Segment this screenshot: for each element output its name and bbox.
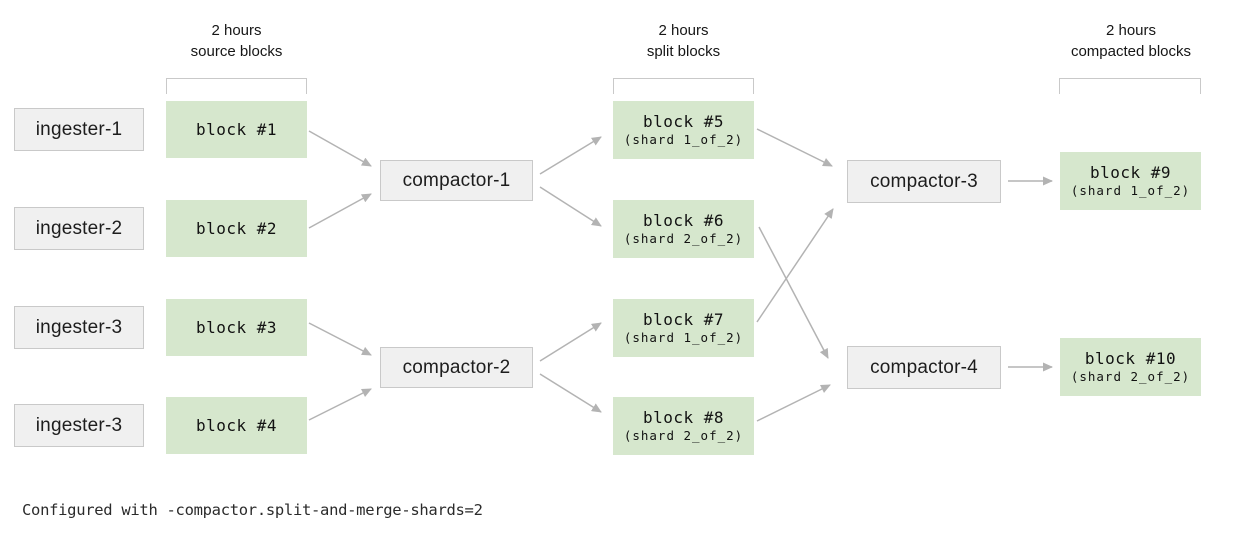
node-block-7: block #7 (shard 1_of_2) xyxy=(613,299,754,357)
shard-label: (shard 2_of_2) xyxy=(623,231,744,246)
node-block-5: block #5 (shard 1_of_2) xyxy=(613,101,754,159)
node-label: compactor-3 xyxy=(870,170,978,192)
timespan-bracket-source xyxy=(166,78,307,94)
node-block-10: block #10 (shard 2_of_2) xyxy=(1060,338,1201,396)
flow-arrow-block-8-to-compactor-4 xyxy=(756,384,831,422)
flow-arrow-compactor-2-to-block-7 xyxy=(539,322,602,362)
node-compactor-1: compactor-1 xyxy=(380,160,533,201)
node-block-8: block #8 (shard 2_of_2) xyxy=(613,397,754,455)
node-label: ingester-3 xyxy=(35,316,123,338)
node-block-3: block #3 xyxy=(166,299,307,356)
node-label: compactor-1 xyxy=(402,169,511,191)
column-header-line1: 2 hours xyxy=(658,22,709,39)
node-ingester-1: ingester-1 xyxy=(14,108,144,151)
flow-arrow-block-7-to-compactor-3 xyxy=(756,208,834,323)
column-header-line1: 2 hours xyxy=(211,22,262,39)
node-block-2: block #2 xyxy=(166,200,307,257)
column-header-source-blocks: 2 hours source blocks xyxy=(166,20,307,62)
shard-label: (shard 2_of_2) xyxy=(623,428,744,443)
node-label: ingester-1 xyxy=(35,118,123,140)
column-header-line2: source blocks xyxy=(190,43,283,60)
node-block-1: block #1 xyxy=(166,101,307,158)
block-label: block #8 xyxy=(642,408,725,427)
shard-label: (shard 1_of_2) xyxy=(623,132,744,147)
node-block-6: block #6 (shard 2_of_2) xyxy=(613,200,754,258)
block-label: block #1 xyxy=(195,119,278,139)
node-label: ingester-3 xyxy=(35,414,123,436)
shard-label: (shard 1_of_2) xyxy=(623,330,744,345)
block-label: block #5 xyxy=(642,112,725,131)
flow-arrow-compactor-2-to-block-8 xyxy=(539,373,602,413)
column-header-line1: 2 hours xyxy=(1105,22,1157,39)
node-label: ingester-2 xyxy=(35,217,123,239)
block-label: block #9 xyxy=(1089,163,1172,182)
column-header-split-blocks: 2 hours split blocks xyxy=(613,20,754,62)
flow-arrow-block-5-to-compactor-3 xyxy=(756,128,833,167)
node-ingester-3: ingester-3 xyxy=(14,306,144,349)
node-compactor-4: compactor-4 xyxy=(847,346,1001,389)
block-label: block #3 xyxy=(195,317,278,337)
block-label: block #4 xyxy=(195,415,278,435)
node-ingester-2: ingester-2 xyxy=(14,207,144,250)
column-header-line2: compacted blocks xyxy=(1070,43,1192,60)
node-label: compactor-4 xyxy=(870,356,978,378)
column-header-line2: split blocks xyxy=(646,43,721,60)
column-header-compacted-blocks: 2 hours compacted blocks xyxy=(1036,20,1226,62)
flow-arrow-block-1-to-compactor-1 xyxy=(308,130,372,167)
flow-arrow-block-6-to-compactor-4 xyxy=(758,226,829,359)
block-label: block #2 xyxy=(195,218,278,238)
flow-arrow-block-3-to-compactor-2 xyxy=(308,322,372,356)
node-compactor-2: compactor-2 xyxy=(380,347,533,388)
shard-label: (shard 1_of_2) xyxy=(1070,183,1191,198)
flow-arrow-block-4-to-compactor-2 xyxy=(308,388,372,421)
flow-arrow-block-2-to-compactor-1 xyxy=(308,193,372,229)
node-label: compactor-2 xyxy=(402,356,511,378)
flow-arrow-compactor-1-to-block-5 xyxy=(539,136,602,175)
timespan-bracket-split xyxy=(613,78,754,94)
timespan-bracket-compacted xyxy=(1059,78,1201,94)
block-label: block #10 xyxy=(1084,349,1177,368)
node-block-4: block #4 xyxy=(166,397,307,454)
block-label: block #7 xyxy=(642,310,725,329)
flow-arrow-compactor-1-to-block-6 xyxy=(539,186,602,227)
node-block-9: block #9 (shard 1_of_2) xyxy=(1060,152,1201,210)
node-ingester-4: ingester-3 xyxy=(14,404,144,447)
shard-label: (shard 2_of_2) xyxy=(1070,369,1191,384)
config-caption: Configured with -compactor.split-and-mer… xyxy=(22,501,483,519)
node-compactor-3: compactor-3 xyxy=(847,160,1001,203)
block-label: block #6 xyxy=(642,211,725,230)
